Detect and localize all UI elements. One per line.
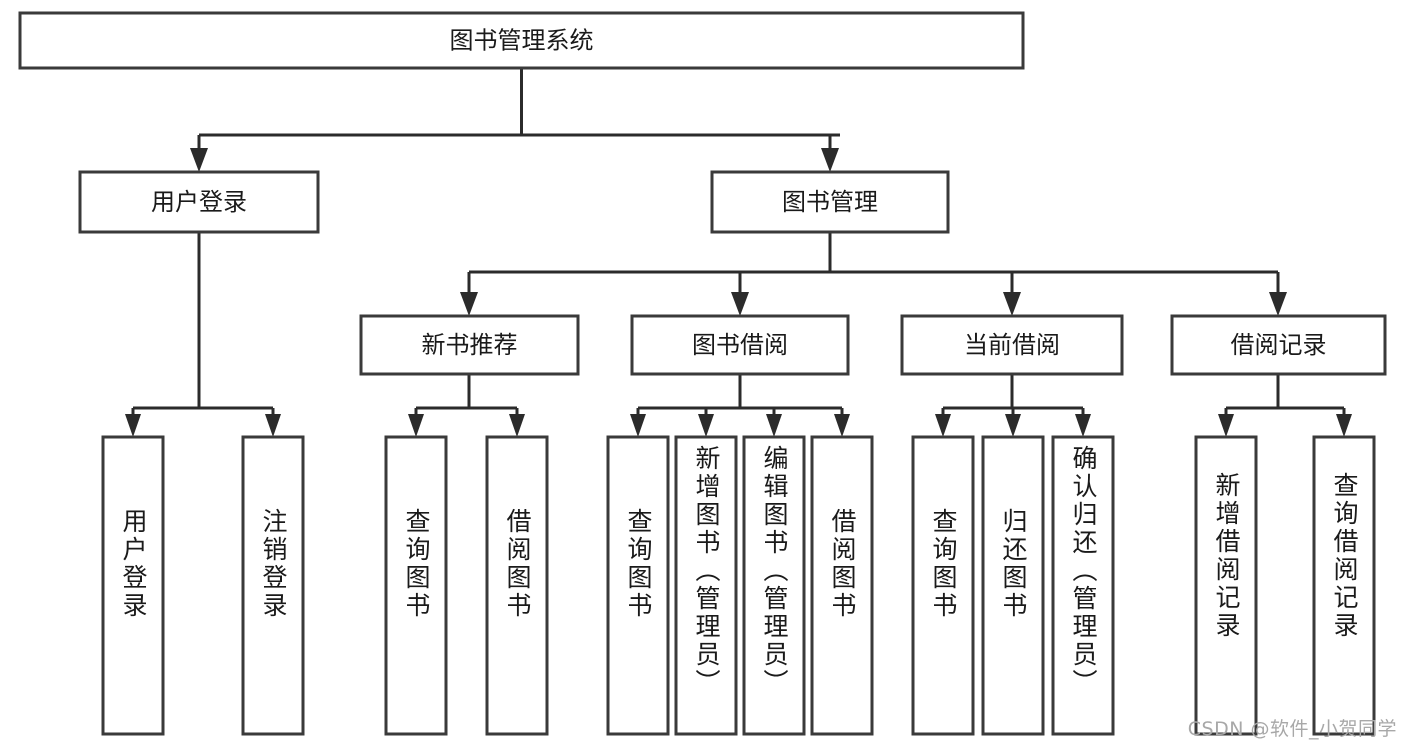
node-book-borrow-label: 图书借阅	[692, 331, 788, 359]
arrowhead-borrow-record	[1269, 292, 1287, 316]
arrowhead-leaf-query-book-1	[408, 414, 424, 437]
arrowhead-current-borrow	[1003, 292, 1021, 316]
leaf-return-book-box[interactable]	[981, 435, 1045, 736]
leaf-query-book-3-box[interactable]	[911, 435, 975, 736]
node-root-label: 图书管理系统	[450, 27, 594, 55]
node-user-login[interactable]: 用户登录	[78, 170, 320, 234]
leaf-confirm-return-box[interactable]	[1051, 435, 1115, 736]
leaf-borrow-book-2-box[interactable]	[810, 435, 874, 736]
node-root-box[interactable]	[18, 11, 1025, 70]
arrowhead-leaf-query-record	[1336, 414, 1352, 437]
leaf-add-record-box[interactable]	[1194, 435, 1258, 736]
node-new-book-recommend-label: 新书推荐	[422, 331, 518, 359]
leaf-edit-book-box[interactable]	[742, 435, 806, 736]
arrowhead-new-book-recommend	[460, 292, 478, 316]
node-root[interactable]: 图书管理系统	[18, 11, 1025, 70]
csdn-watermark: CSDN @软件_小贺同学	[1187, 718, 1397, 740]
node-book-borrow[interactable]: 图书借阅	[630, 314, 850, 376]
arrowhead-leaf-borrow-book-2	[834, 414, 850, 437]
node-borrow-record-label: 借阅记录	[1231, 331, 1327, 359]
node-current-borrow[interactable]: 当前借阅	[900, 314, 1124, 376]
arrowhead-leaf-confirm-return	[1075, 414, 1091, 437]
leaf-layer	[101, 435, 1376, 736]
node-current-borrow-label: 当前借阅	[964, 331, 1060, 359]
leaf-query-book-2-box[interactable]	[606, 435, 670, 736]
node-borrow-record-box[interactable]	[1170, 314, 1387, 376]
node-book-management[interactable]: 图书管理	[710, 170, 950, 234]
arrowhead-leaf-user-login	[125, 414, 141, 437]
arrowhead-book-borrow	[731, 292, 749, 316]
leaf-query-record-box[interactable]	[1312, 435, 1376, 736]
node-new-book-recommend-box[interactable]	[359, 314, 580, 376]
node-user-login-box[interactable]	[78, 170, 320, 234]
arrowhead-leaf-add-record	[1218, 414, 1234, 437]
arrowhead-book-management	[821, 148, 839, 172]
arrowhead-user-login	[190, 148, 208, 172]
node-book-management-label: 图书管理	[782, 188, 878, 216]
node-book-management-box[interactable]	[710, 170, 950, 234]
node-borrow-record[interactable]: 借阅记录	[1170, 314, 1387, 376]
leaf-borrow-book-1-box[interactable]	[485, 435, 549, 736]
arrowhead-leaf-query-book-3	[935, 414, 951, 437]
node-user-login-label: 用户登录	[151, 188, 247, 216]
arrowhead-leaf-return-book	[1005, 414, 1021, 437]
node-book-borrow-box[interactable]	[630, 314, 850, 376]
leaf-user-login-box[interactable]	[101, 435, 165, 736]
leaf-logout-box[interactable]	[241, 435, 305, 736]
arrowhead-leaf-borrow-book-1	[509, 414, 525, 437]
node-new-book-recommend[interactable]: 新书推荐	[359, 314, 580, 376]
node-current-borrow-box[interactable]	[900, 314, 1124, 376]
arrowhead-leaf-add-book	[698, 414, 714, 437]
arrowhead-leaf-query-book-2	[630, 414, 646, 437]
leaf-add-book-box[interactable]	[674, 435, 738, 736]
arrowhead-leaf-logout	[265, 414, 281, 437]
arrowhead-layer	[125, 148, 1352, 437]
arrowhead-leaf-edit-book	[766, 414, 782, 437]
leaf-query-book-1-box[interactable]	[384, 435, 448, 736]
